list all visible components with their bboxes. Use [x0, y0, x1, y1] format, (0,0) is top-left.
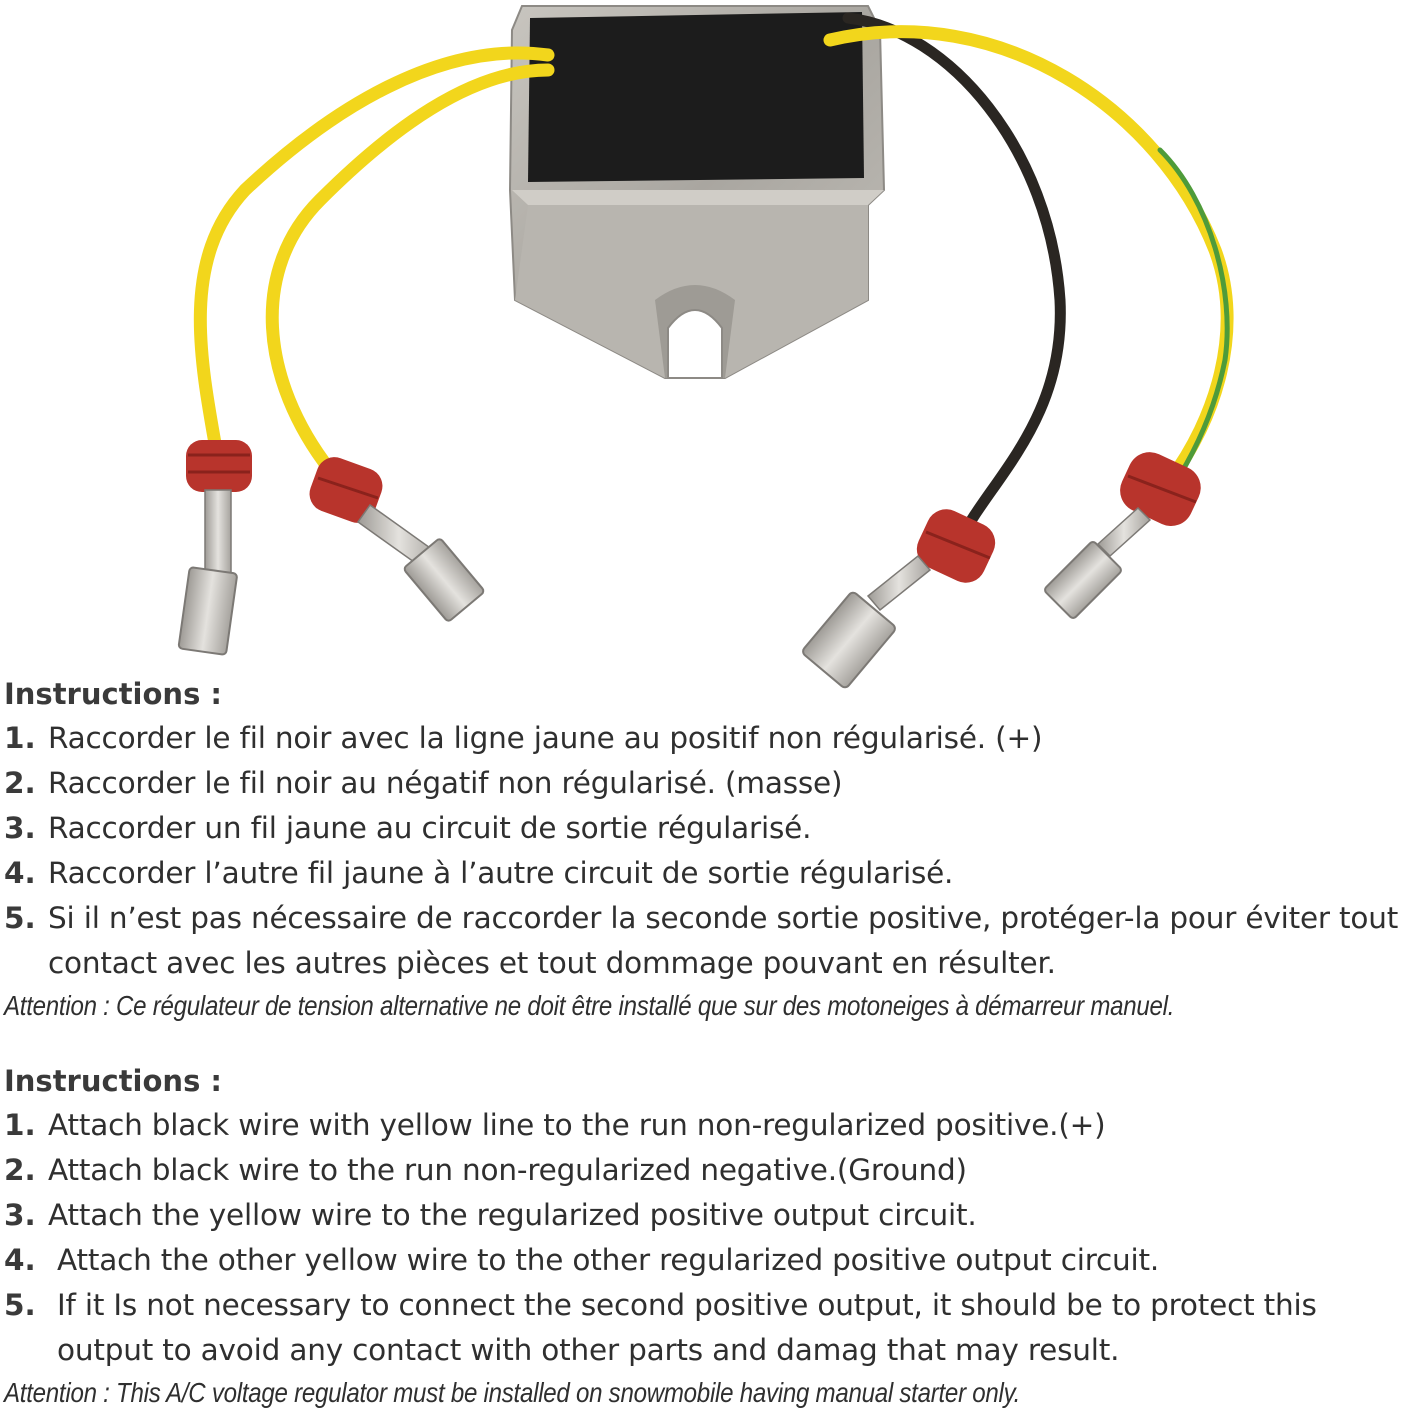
- instructions-heading: Instructions :: [4, 677, 223, 711]
- step-text: Raccorder un fil jaune au circuit de sor…: [48, 811, 812, 845]
- terminal-connector: [802, 509, 996, 689]
- voltage-regulator-icon: [177, 5, 1234, 689]
- instruction-step: 3. Raccorder un fil jaune au circuit de …: [4, 806, 1404, 851]
- instructions-fr: Instructions : 1. Raccorder le fil noir …: [4, 672, 1404, 1026]
- terminal-connector: [177, 440, 252, 656]
- step-text: Raccorder le fil noir avec la ligne jaun…: [48, 721, 1043, 755]
- step-number: 1.: [4, 721, 36, 755]
- yellow-green-wire: [823, 25, 1234, 487]
- step-text: Attach black wire with yellow line to th…: [48, 1108, 1106, 1142]
- black-wire: [842, 12, 1066, 546]
- step-number: 2.: [4, 766, 36, 800]
- step-number: 3.: [4, 811, 36, 845]
- instruction-step: 4. Raccorder l’autre fil jaune à l’autre…: [4, 851, 1404, 896]
- step-text: Attach the other yellow wire to the othe…: [57, 1243, 1160, 1277]
- instructions-heading: Instructions :: [4, 1064, 223, 1098]
- instructions-en: Instructions : 1. Attach black wire with…: [4, 1059, 1404, 1413]
- step-text: Raccorder le fil noir au négatif non rég…: [48, 766, 843, 800]
- step-number: 5.: [4, 901, 36, 935]
- attention-note: Attention : This A/C voltage regulator m…: [4, 1377, 1021, 1408]
- regulator-housing: [508, 5, 886, 379]
- step-number: 1.: [4, 1108, 36, 1142]
- step-number: 2.: [4, 1153, 36, 1187]
- yellow-wire-outer: [193, 46, 555, 467]
- step-number: 4.: [4, 1243, 36, 1277]
- instruction-step: 1. Attach black wire with yellow line to…: [4, 1103, 1404, 1148]
- step-text: Attach the yellow wire to the regularize…: [48, 1198, 977, 1232]
- step-text: Si il n’est pas nécessaire de raccorder …: [48, 901, 1399, 980]
- instruction-step: 2. Attach black wire to the run non-regu…: [4, 1148, 1404, 1193]
- terminal-connector: [1044, 452, 1201, 619]
- step-text: If it Is not necessary to connect the se…: [57, 1288, 1317, 1367]
- instruction-step: 4. Attach the other yellow wire to the o…: [4, 1238, 1404, 1283]
- instruction-step: 1. Raccorder le fil noir avec la ligne j…: [4, 716, 1404, 761]
- instruction-step: 5. If it Is not necessary to connect the…: [4, 1283, 1404, 1373]
- instruction-step: 2. Raccorder le fil noir au négatif non …: [4, 761, 1404, 806]
- step-number: 5.: [4, 1288, 36, 1322]
- step-number: 3.: [4, 1198, 36, 1232]
- step-text: Attach black wire to the run non-regular…: [48, 1153, 967, 1187]
- terminal-connector: [309, 457, 485, 622]
- step-number: 4.: [4, 856, 36, 890]
- instruction-step: 3. Attach the yellow wire to the regular…: [4, 1193, 1404, 1238]
- attention-note: Attention : Ce régulateur de tension alt…: [4, 990, 1175, 1021]
- instruction-step: 5. Si il n’est pas nécessaire de raccord…: [4, 896, 1404, 986]
- yellow-wire-inner: [265, 63, 555, 477]
- step-text: Raccorder l’autre fil jaune à l’autre ci…: [48, 856, 954, 890]
